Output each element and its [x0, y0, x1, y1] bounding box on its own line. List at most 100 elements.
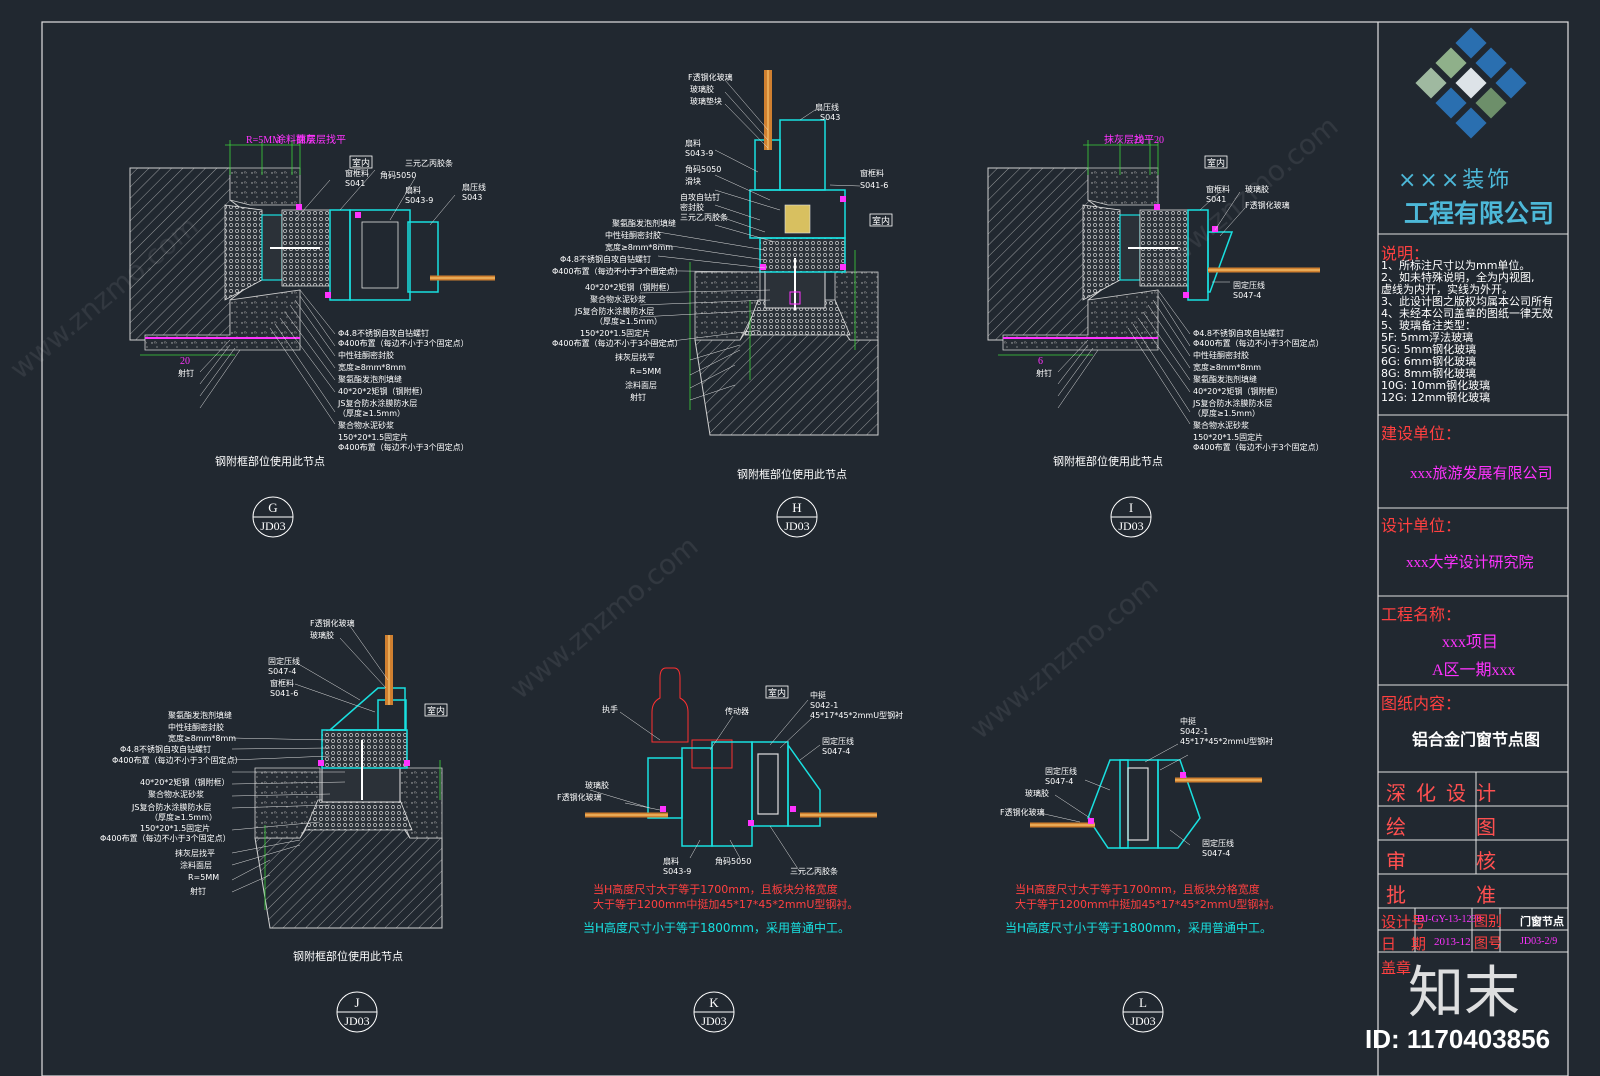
detail-sheet-j: JD03	[344, 1014, 369, 1028]
h-label-frame: 窗框料	[860, 168, 884, 178]
notes-title: 说明：	[1381, 244, 1430, 263]
h-label-eppm: 三元乙丙胶条	[680, 212, 728, 222]
indoor-j: 室内	[427, 705, 445, 717]
h-label-bead: 扇压线	[815, 102, 839, 112]
h-label-screw-spacing: Φ400布置（每边不小于3个固定点）	[552, 266, 683, 276]
g-label-cleat: 角码5050	[380, 170, 416, 180]
h-label-nail: 射钉	[630, 392, 646, 402]
note-item: 1、所标注尺寸以为mm单位。	[1381, 259, 1531, 272]
i-label-frame-code: S041	[1206, 195, 1226, 204]
note-item: 5、玻璃备注类型：	[1381, 319, 1476, 332]
caption-i: 钢附框部位使用此节点	[1053, 454, 1163, 468]
g-label-eppm: 三元乙丙胶条	[405, 158, 453, 168]
indoor-k: 室内	[768, 687, 786, 699]
i-label-glazing-bead: 玻璃胶	[1245, 184, 1269, 194]
j-label-paint: 涂料面层	[180, 860, 212, 870]
l-label-u-steel: 45*17*45*2mmU型钢衬	[1180, 736, 1273, 746]
j-label-plate: 150*20*1.5固定片	[140, 823, 210, 833]
g-label-thickness: （厚度≥1.5mm）	[338, 408, 405, 418]
detail-sheet-i: JD03	[1118, 519, 1143, 533]
indoor-h: 室内	[872, 215, 890, 227]
k-note-cyan: 当H高度尺寸小于等于1800mm，采用普通中工。	[583, 920, 850, 935]
caption-j: 钢附框部位使用此节点	[293, 949, 403, 963]
note-item: 8G: 8mm钢化玻璃	[1381, 367, 1477, 380]
h-label-waterproof: JS复合防水涂膜防水层	[574, 306, 654, 316]
detail-k: 室内 执手 传动器 中挺 S042-1 45*17*45*2mmU型钢衬 固定压…	[557, 667, 903, 1033]
design-unit-label: 设计单位：	[1381, 516, 1462, 535]
g-label-frame-code: S041	[345, 179, 365, 188]
detail-sheet-g: JD03	[260, 519, 285, 533]
j-label-fixed-bead: 固定压线	[268, 656, 300, 666]
i-label-plate: 150*20*1.5固定片	[1193, 432, 1263, 442]
k-label-sash-code: S043-9	[663, 867, 691, 876]
signoff-drafting: 绘 图	[1386, 815, 1506, 839]
detail-letter-g: G	[268, 500, 277, 515]
detail-letter-h: H	[792, 500, 801, 515]
note-item: 虚线为内开，实线为外开。	[1381, 283, 1513, 296]
construction-unit-label: 建设单位：	[1381, 424, 1462, 443]
l-label-glazing-bead: 玻璃胶	[1025, 788, 1049, 798]
project-label: 工程名称：	[1381, 605, 1462, 624]
k-label-gear: 传动器	[725, 706, 749, 716]
h-label-sealant-size: 宽度≥8mm*8mm	[605, 242, 673, 252]
note-item: 6G: 6mm钢化玻璃	[1381, 355, 1477, 368]
k-note-red-2: 大于等于1200mm中挺加45*17*45*2mmU型钢衬。	[593, 897, 858, 911]
watermark-id: ID: 1170403856	[1365, 1024, 1551, 1054]
k-label-mullion: 中挺	[810, 690, 826, 700]
h-label-leveling: 抹灰层找平	[615, 352, 655, 362]
category-label: 图别	[1474, 914, 1502, 930]
k-label-fixed-bead: 固定压线	[822, 736, 854, 746]
i-label-sealant: 中性硅酮密封胶	[1193, 350, 1249, 360]
detail-l: 中挺 S042-1 45*17*45*2mmU型钢衬 固定压线 S047-4 玻…	[1000, 716, 1280, 1033]
sheet-label: 图号	[1474, 936, 1502, 952]
j-label-leveling: 抹灰层找平	[175, 848, 215, 858]
h-label-plate-spacing: Φ400布置（每边不小于3个固定点）	[552, 338, 683, 348]
note-item: 4、未经本公司盖章的图纸一律无效	[1381, 307, 1553, 320]
i-label-foam: 聚氨酯发泡剂填缝	[1193, 374, 1257, 384]
g-label-screw: Φ4.8不锈钢自攻自钻螺钉	[338, 328, 429, 338]
h-label-paint: 涂料面层	[625, 380, 657, 390]
l-label-fixed-bead-code: S047-4	[1045, 777, 1073, 786]
caption-g: 钢附框部位使用此节点	[215, 454, 325, 468]
j-label-radius: R=5MM	[188, 873, 219, 882]
h-label-glazing-bead: 玻璃胶	[690, 84, 714, 94]
h-label-screw: Φ4.8不锈钢自攻自钻螺钉	[560, 254, 651, 264]
i-label-glass: F透钢化玻璃	[1245, 200, 1290, 210]
g-label-sealant-size: 宽度≥8mm*8mm	[338, 362, 406, 372]
k-label-mullion-code: S042-1	[810, 701, 838, 710]
dim-i-3: 20	[1154, 135, 1164, 146]
g-label-nail: 射钉	[178, 368, 194, 378]
h-label-setting-block: 玻璃垫块	[690, 96, 722, 106]
h-label-steel: 40*20*2矩钢（钢附框）	[585, 282, 674, 292]
g-label-waterproof: JS复合防水涂膜防水层	[337, 398, 417, 408]
k-label-eppm: 三元乙丙胶条	[790, 866, 838, 876]
notes-list: 1、所标注尺寸以为mm单位。 2、如未特殊说明，全为内视图, 虚线为内开，实线为…	[1381, 260, 1581, 404]
i-label-plate-spacing: Φ400布置（每边不小于3个固定点）	[1193, 442, 1324, 452]
dim-i-2: 20	[1134, 135, 1144, 146]
g-label-plate: 150*20*1.5固定片	[338, 432, 408, 442]
i-label-screw-spacing: Φ400布置（每边不小于3个固定点）	[1193, 338, 1324, 348]
construction-unit-value: xxx旅游发展有限公司	[1410, 466, 1553, 482]
drawing-content-label: 图纸内容：	[1381, 694, 1462, 713]
g-label-mortar: 聚合物水泥砂浆	[338, 420, 394, 430]
design-no-label: 设计号	[1381, 913, 1427, 931]
g-label-frame: 窗框料	[345, 168, 369, 178]
j-label-sealant-size: 宽度≥8mm*8mm	[168, 733, 236, 743]
j-label-sealant: 中性硅酮密封胶	[168, 722, 224, 732]
k-note-red-1: 当H高度尺寸大于等于1700mm，且板块分格宽度	[593, 882, 838, 896]
watermark-site-4: www.znzmo.com	[1143, 109, 1344, 285]
l-label-fixed-bead: 固定压线	[1045, 766, 1077, 776]
dim-g-1: R=5MM	[246, 135, 281, 146]
k-label-glazing-bead: 玻璃胶	[585, 780, 609, 790]
note-item: 12G: 12mm钢化玻璃	[1381, 391, 1491, 404]
j-label-waterproof: JS复合防水涂膜防水层	[131, 802, 211, 812]
g-label-screw-spacing: Φ400布置（每边不小于3个固定点）	[338, 338, 469, 348]
dim-g-2: 涂料面层	[276, 133, 316, 146]
detail-h: 室内 F透钢化玻璃 玻璃胶 玻璃垫块 扇压线 S043 扇料 S043-9 角码…	[552, 70, 893, 538]
j-label-glazing-bead: 玻璃胶	[310, 630, 334, 640]
sheet-value: JD03-2/9	[1520, 936, 1558, 947]
category-value: 门窗节点	[1520, 915, 1564, 928]
sheet-border	[41, 21, 1569, 1076]
j-label-plate-spacing: Φ400布置（每边不小于3个固定点）	[100, 833, 231, 843]
h-label-mortar: 聚合物水泥砂浆	[590, 294, 646, 304]
